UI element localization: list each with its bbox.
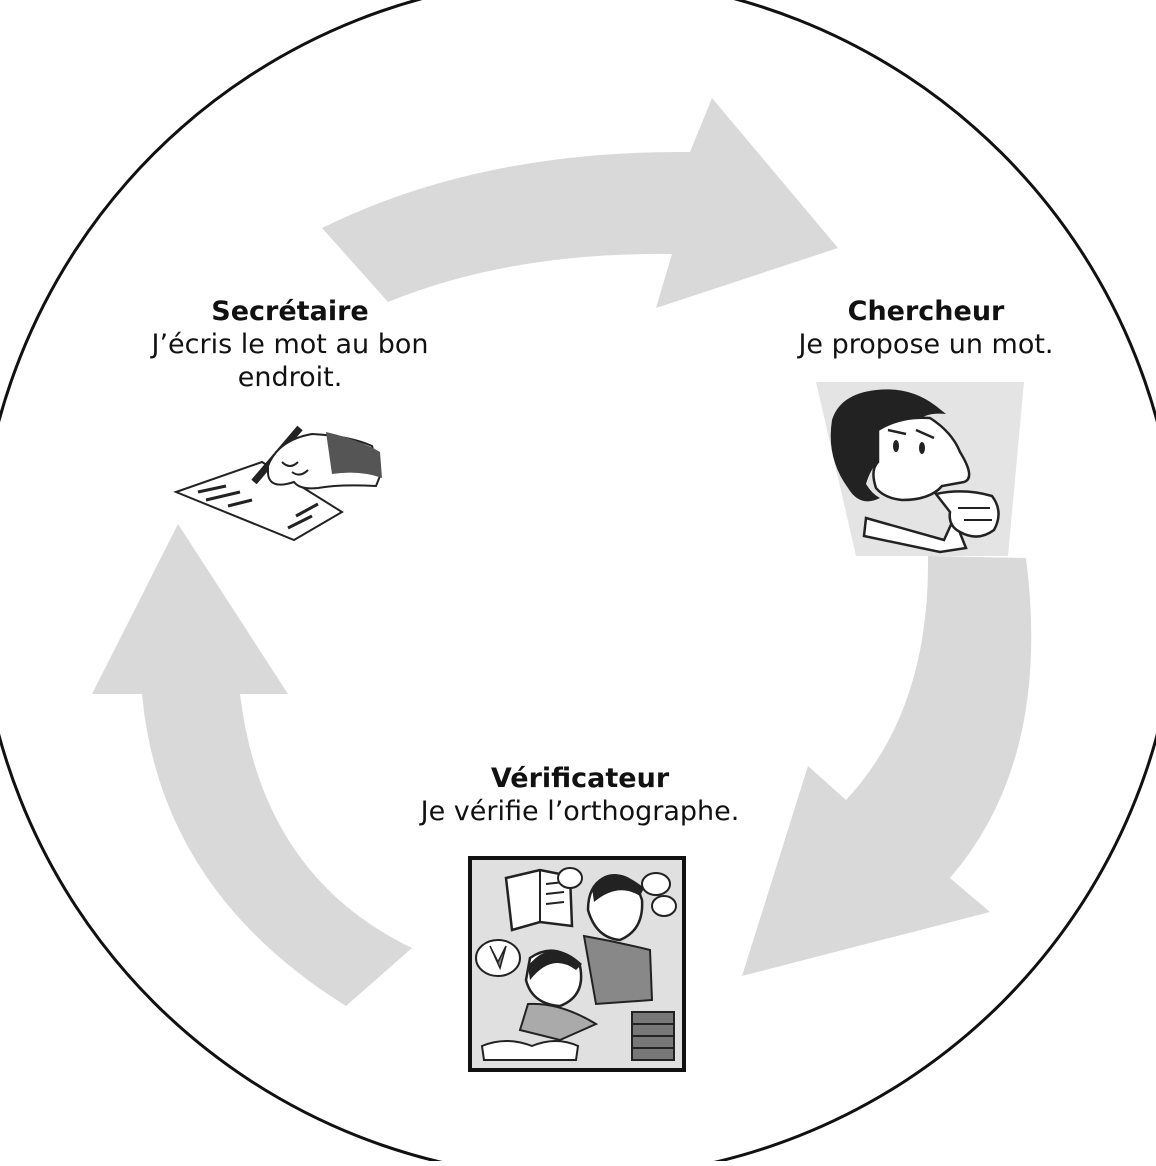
role-description-verificateur: Je vérifie l’orthographe.	[420, 796, 740, 827]
hand-writing-icon	[173, 425, 382, 542]
role-description-secretaire: J’écris le mot au bon endroit.	[151, 329, 429, 393]
role-chercheur: Chercheur Je propose un mot.	[766, 295, 1086, 361]
role-title-secretaire: Secrétaire	[211, 296, 369, 327]
role-title-chercheur: Chercheur	[847, 296, 1005, 327]
arrow-verificateur-to-secretaire	[92, 524, 412, 1006]
role-title-verificateur: Vérificateur	[490, 763, 670, 794]
role-secretaire: Secrétaire J’écris le mot au bon endroit…	[130, 295, 450, 394]
thinking-man-icon	[816, 382, 1024, 556]
role-description-chercheur: Je propose un mot.	[798, 329, 1054, 360]
arrow-chercheur-to-verificateur	[742, 556, 1032, 976]
arrow-secretaire-to-chercheur	[322, 98, 838, 308]
role-verificateur: Vérificateur Je vérifie l’orthographe.	[380, 762, 780, 828]
checking-spelling-icon	[468, 856, 686, 1072]
